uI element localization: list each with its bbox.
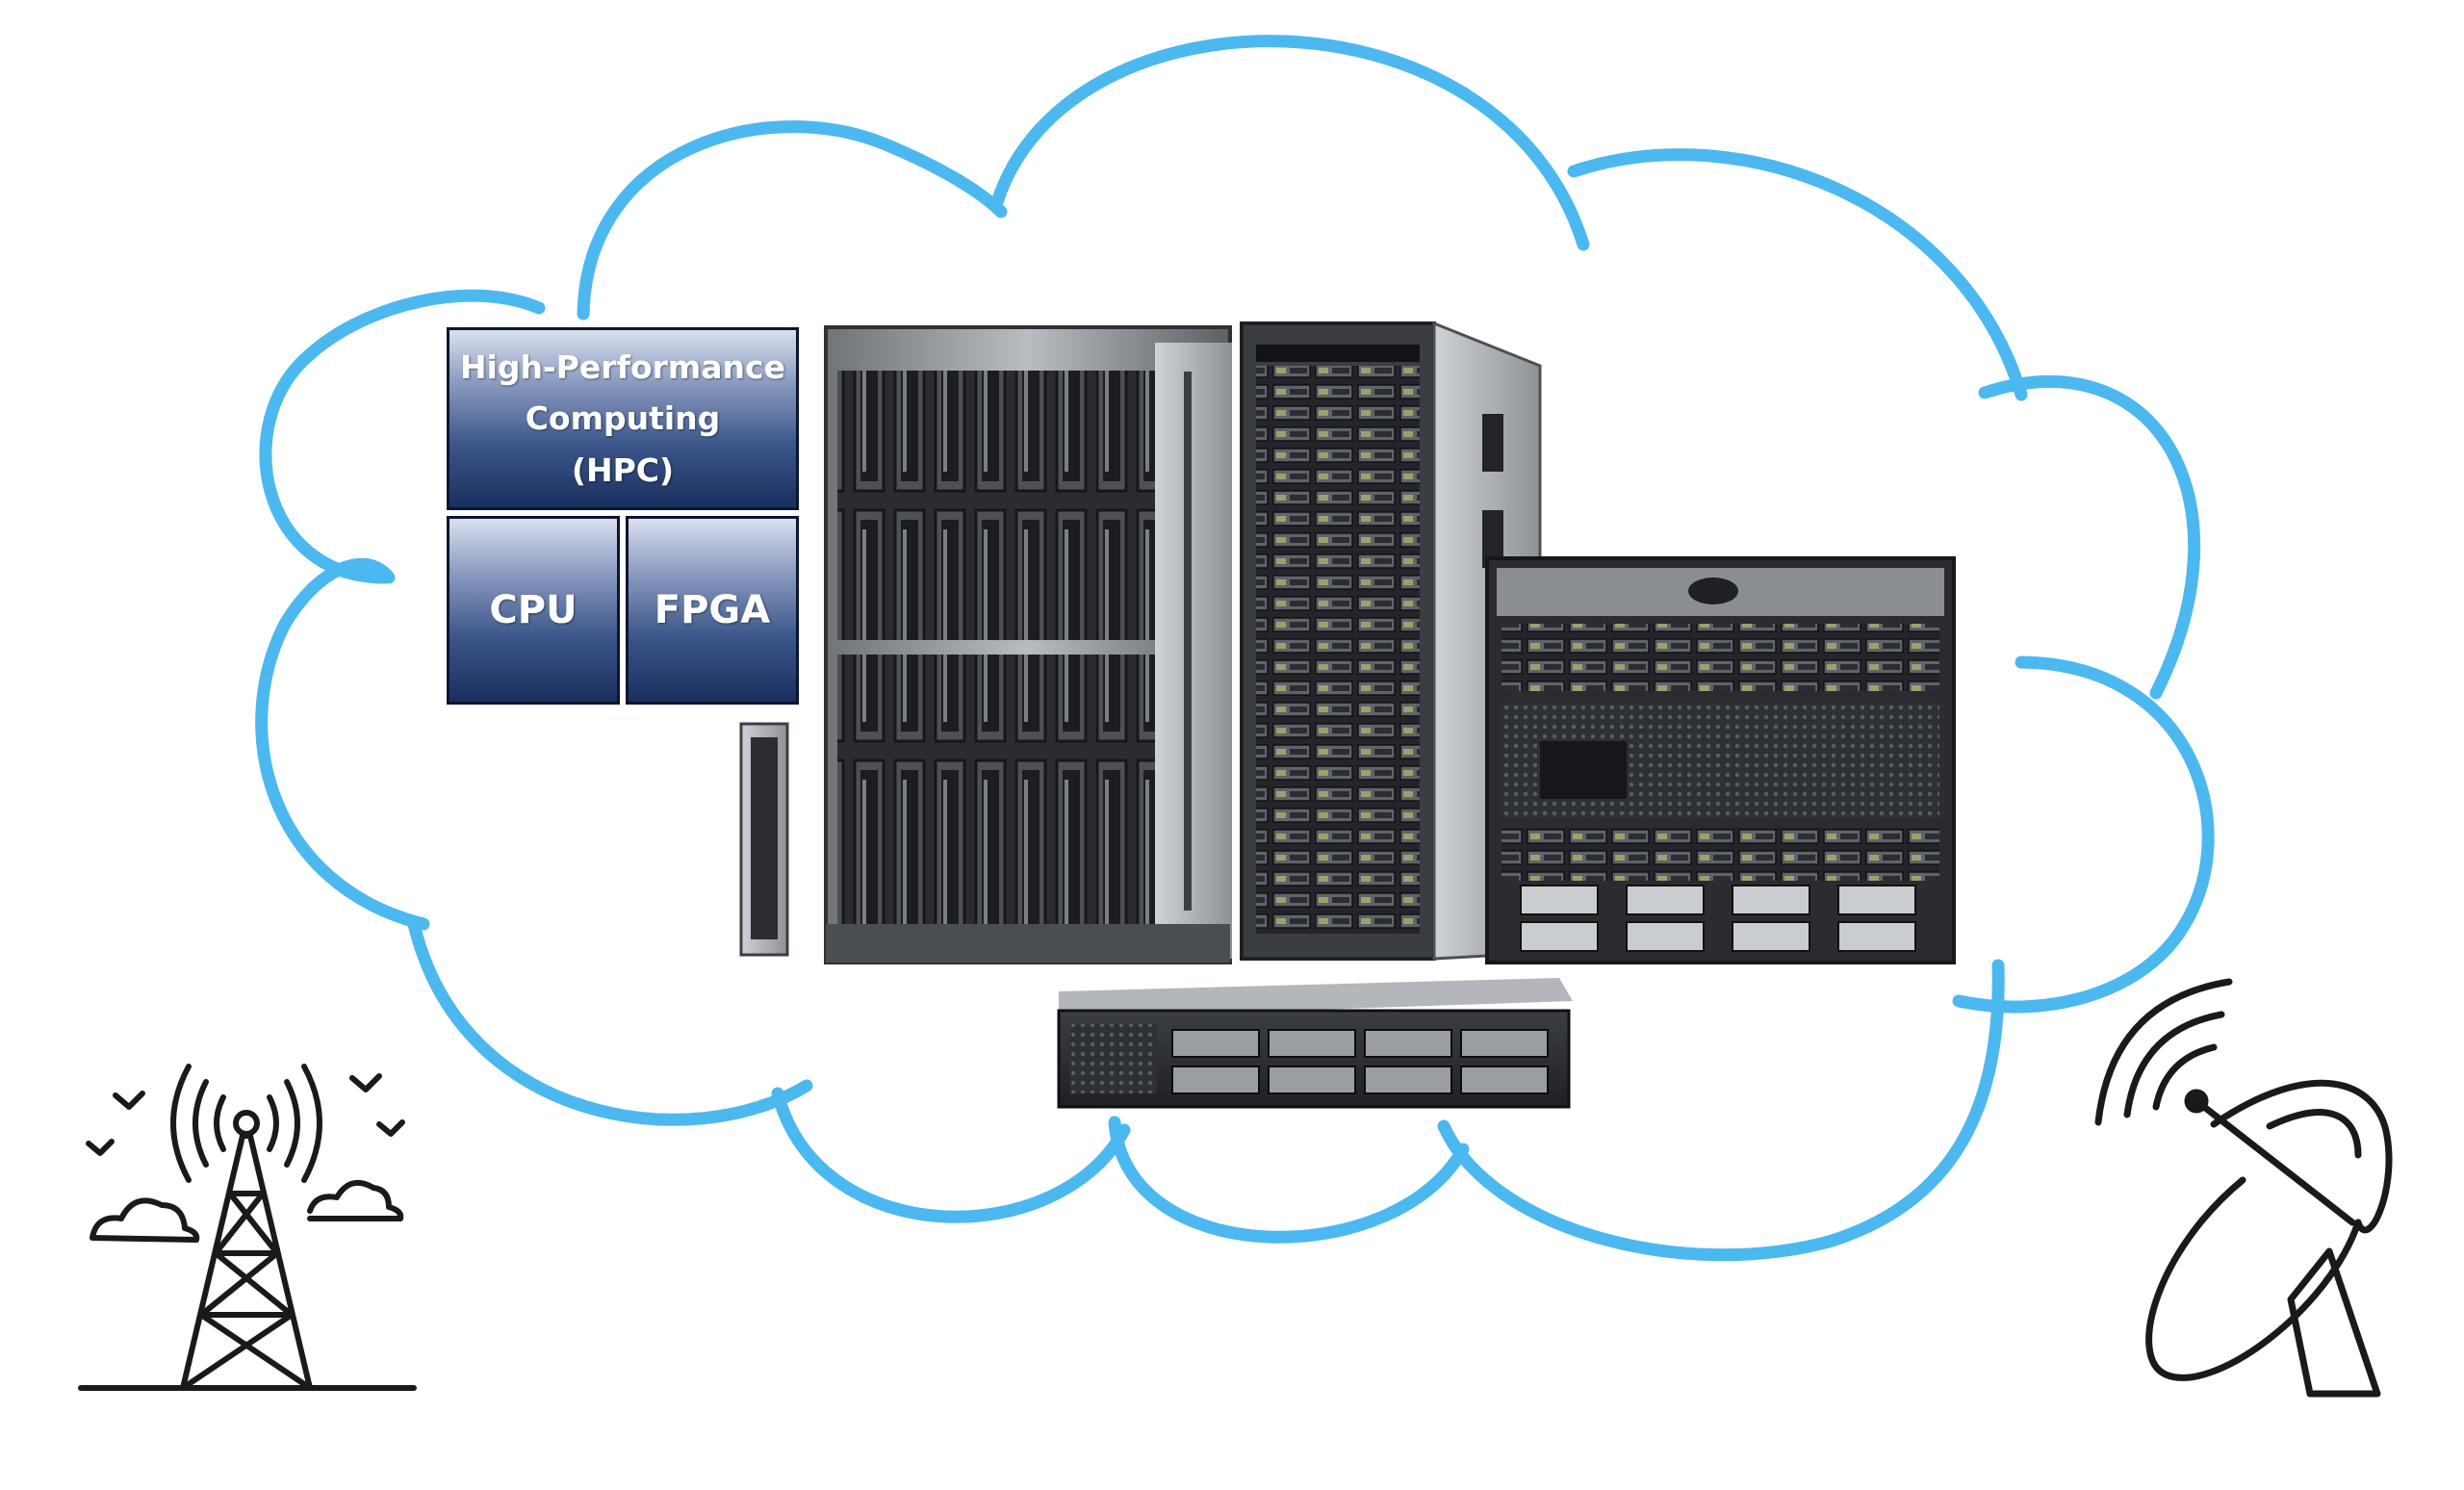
1u-rack-server	[1057, 978, 1573, 1109]
server-rack-cluster	[739, 321, 1956, 1109]
cpu-block: CPU	[447, 516, 620, 705]
hpc-title: High-Performance Computing (HPC)	[447, 327, 799, 510]
radio-tower-icon	[78, 1064, 417, 1391]
cloud-outline	[255, 35, 2215, 1262]
fpga-block: FPGA	[626, 516, 799, 705]
rack-mount-server	[1485, 556, 1956, 964]
hpc-block: High-Performance Computing (HPC) CPU FPG…	[447, 327, 799, 705]
blade-chassis	[739, 325, 1232, 964]
satellite-dish-icon	[2094, 978, 2393, 1398]
